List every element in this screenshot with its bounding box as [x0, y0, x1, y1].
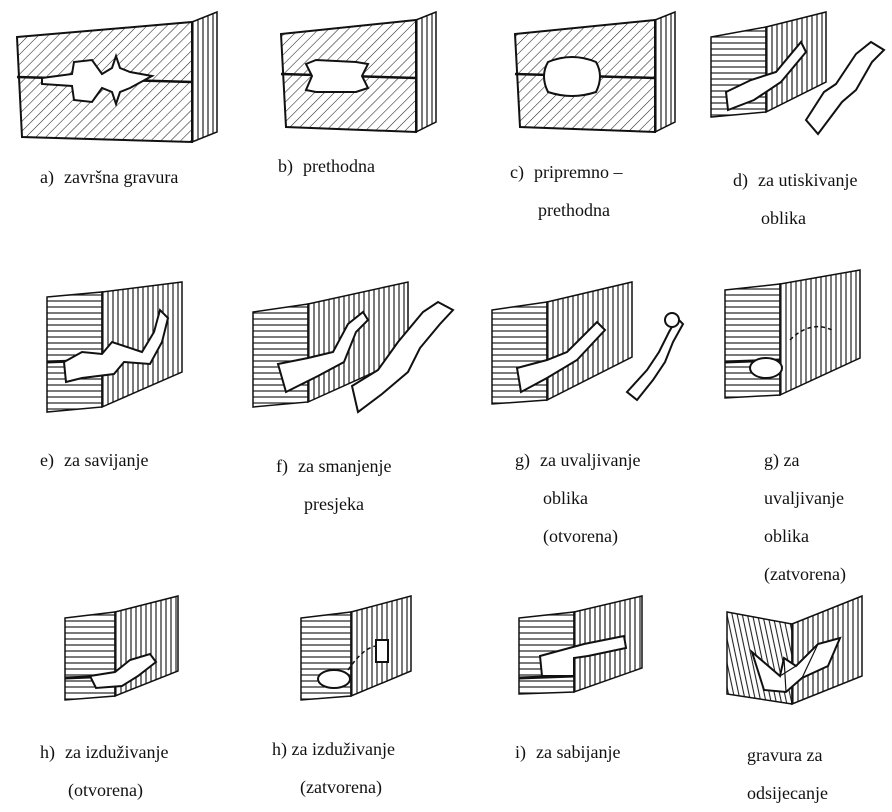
caption-d: d)za utiskivanje oblika [733, 170, 858, 228]
figure-h-fuller-open-impression [60, 595, 185, 701]
caption-cutoff: gravura za odsijecanje [747, 745, 828, 803]
figure-d-edging-impression [706, 11, 886, 142]
figure-f-fuller-impression [248, 281, 458, 417]
caption-e: e)za savijanje [40, 450, 149, 470]
caption-f: f)za smanjenje presjeka [276, 456, 392, 514]
figure-b-preform-impression [276, 10, 437, 137]
figure-i-upsetting-impression [514, 595, 649, 696]
caption-h-closed: h) za izduživanje (zatvorena) [272, 739, 395, 797]
caption-g-open: g)za uvaljivanje oblika (otvorena) [515, 450, 641, 546]
caption-c: c)pripremno – prethodna [510, 162, 623, 220]
figure-g-roller-open-impression [487, 281, 685, 412]
figure-c-blocker-impression [510, 10, 676, 137]
caption-b: b)prethodna [278, 156, 375, 176]
figure-cutoff-impression [722, 594, 872, 706]
caption-a: a)završna gravura [40, 167, 179, 187]
caption-i: i)za sabijanje [515, 742, 621, 762]
caption-h-open: h)za izduživanje (otvorena) [40, 742, 169, 800]
figure-e-bending-impression [42, 281, 192, 417]
figure-g-roller-closed-impression [720, 269, 870, 405]
caption-g-closed: g) za uvaljivanje oblika (zatvorena) [764, 450, 846, 584]
figure-h-fuller-closed-impression [296, 595, 416, 701]
figure-a-finish-impression [12, 10, 218, 147]
